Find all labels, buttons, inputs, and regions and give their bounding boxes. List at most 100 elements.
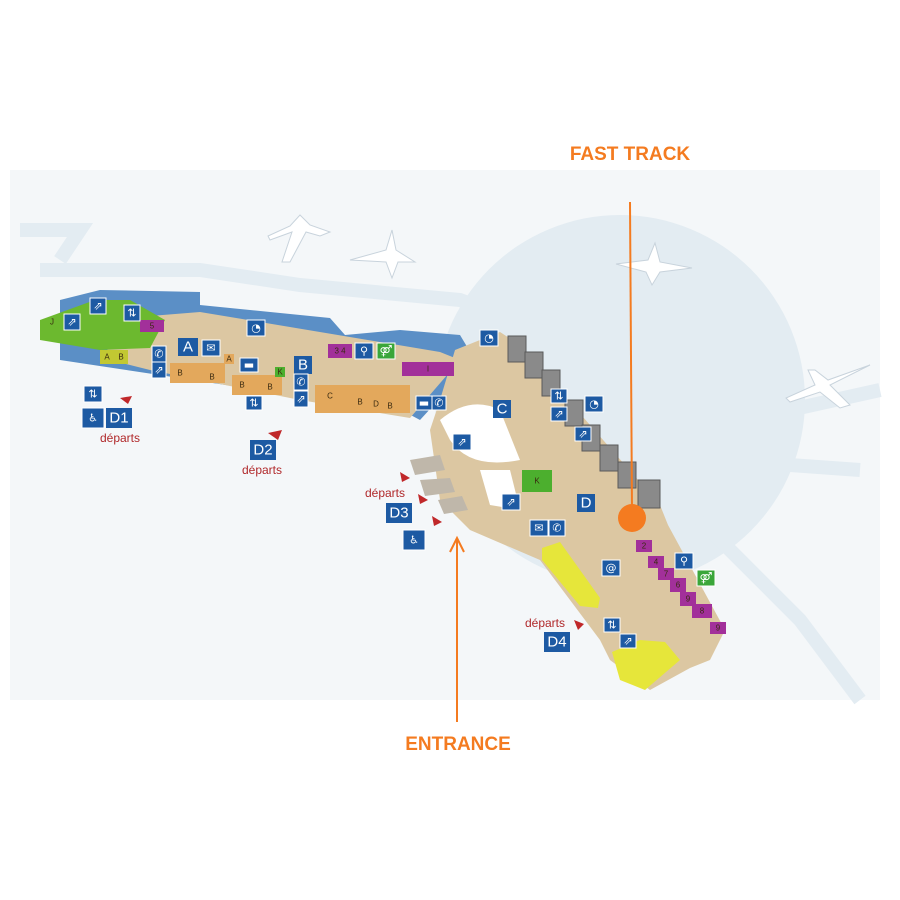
shop-label: 6 — [676, 581, 681, 590]
departure-label: D1 — [109, 410, 128, 427]
departures-text: départs — [100, 431, 140, 445]
svg-text:⚲: ⚲ — [680, 555, 688, 568]
escalator-icon: ⇗ — [293, 390, 309, 408]
svg-text:✆: ✆ — [154, 348, 163, 361]
phone-icon: ✆ — [431, 395, 447, 411]
departure-d3: départs D3 ♿ — [365, 472, 442, 551]
internet-at-icon: @ — [601, 559, 621, 577]
svg-text:⚤: ⚤ — [380, 345, 393, 358]
mail-icon: ✉ — [529, 519, 549, 537]
svg-text:✆: ✆ — [552, 522, 561, 535]
svg-text:B: B — [298, 357, 308, 374]
svg-text:▬: ▬ — [244, 359, 254, 372]
shop-label: 7 — [664, 570, 669, 579]
svg-text:⚤: ⚤ — [700, 572, 713, 585]
departure-d4: départs D4 — [525, 616, 584, 652]
svg-text:⇅: ⇅ — [249, 397, 258, 410]
wifi-icon: ◔ — [246, 319, 266, 337]
shop-label: 2 — [642, 542, 647, 551]
wheelchair-icon: ♿ — [402, 529, 426, 551]
fast-track-marker — [618, 504, 646, 532]
escalator-icon: ⇗ — [574, 426, 592, 442]
svg-text:C: C — [497, 401, 508, 418]
baby-bottle-icon: ⚲ — [674, 552, 694, 570]
departure-label: D4 — [547, 634, 566, 651]
arrow-icon — [574, 620, 584, 630]
elevator-icon: ⇅ — [603, 617, 621, 633]
atrium — [440, 404, 520, 510]
escalator-icon: ⇗ — [619, 633, 637, 649]
svg-text:D: D — [581, 495, 592, 512]
fast-track-callout: FAST TRACK — [570, 144, 690, 532]
entrance-callout: ENTRANCE — [405, 535, 511, 755]
escalator-icon: ⇗ — [452, 433, 472, 451]
arrow-icon — [418, 494, 428, 504]
zone-d-marker: D — [577, 494, 595, 512]
shop-label: 4 — [654, 558, 659, 567]
toilets-icon: ⚤ — [376, 342, 396, 360]
svg-text:▬: ▬ — [419, 397, 429, 410]
departures-text: départs — [365, 486, 405, 500]
shop-label: A — [104, 353, 110, 362]
baggage-icon: ▬ — [239, 357, 259, 373]
escalator-icon: ⇗ — [501, 493, 521, 511]
mail-icon: ✉ — [201, 339, 221, 357]
svg-text:⇅: ⇅ — [88, 388, 97, 401]
entrance-halls — [410, 455, 468, 514]
departure-label: D3 — [389, 505, 408, 522]
shop-label: C — [327, 392, 333, 401]
entrance-label: ENTRANCE — [405, 734, 511, 755]
shop-label: B — [177, 369, 182, 378]
wheelchair-icon: ♿ — [81, 407, 105, 429]
escalator-icon: ⇗ — [89, 297, 107, 315]
zone-b-marker: B — [294, 356, 312, 374]
departures-text: départs — [242, 463, 282, 477]
svg-text:⇗: ⇗ — [457, 436, 466, 449]
svg-text:✉: ✉ — [534, 522, 543, 535]
svg-text:⇅: ⇅ — [607, 619, 616, 632]
svg-text:⇗: ⇗ — [578, 428, 587, 441]
svg-text:⇗: ⇗ — [93, 300, 102, 313]
svg-text:✆: ✆ — [296, 376, 305, 389]
shop-label: I — [427, 365, 429, 374]
svg-text:⇗: ⇗ — [506, 496, 515, 509]
departure-label: D2 — [253, 442, 272, 459]
airplane-icon — [615, 241, 693, 287]
svg-text:♿: ♿ — [409, 534, 419, 547]
shop-label: 9 — [686, 595, 691, 604]
svg-text:⇅: ⇅ — [554, 390, 563, 403]
airplane-icon — [785, 364, 871, 409]
svg-text:⇗: ⇗ — [67, 316, 76, 329]
shop-label: B — [387, 402, 392, 411]
svg-text:⇗: ⇗ — [154, 364, 163, 377]
svg-text:⇅: ⇅ — [127, 307, 136, 320]
wifi-icon: ◔ — [479, 329, 499, 347]
elevator-icon: ⇅ — [123, 304, 141, 322]
svg-text:⚲: ⚲ — [360, 345, 368, 358]
svg-text:⇗: ⇗ — [554, 408, 563, 421]
shop-label: B — [239, 381, 244, 390]
escalator-icon: ⇗ — [550, 406, 568, 422]
phone-icon: ✆ — [548, 519, 566, 537]
yellow-zone — [612, 640, 680, 690]
departure-d1: ⇅ ♿ D1 départs — [81, 385, 140, 445]
arrow-icon — [400, 472, 410, 482]
elevator-icon: ⇅ — [245, 395, 263, 411]
svg-text:⇗: ⇗ — [296, 393, 305, 406]
zone-a-marker: A — [178, 338, 198, 356]
arrow-icon — [120, 396, 132, 404]
svg-text:⇗: ⇗ — [623, 635, 632, 648]
shop-label: B — [357, 398, 362, 407]
shop-label: K — [534, 477, 540, 486]
airplane-icon — [349, 229, 417, 280]
phone-icon: ✆ — [293, 373, 309, 391]
shops: A B J 5 B B A B B K C B D B 3 4 I K 2 4 … — [50, 318, 726, 634]
zone-c-marker: C — [493, 400, 511, 418]
baby-bottle-icon: ⚲ — [354, 342, 374, 360]
toilets-icon: ⚤ — [696, 569, 716, 587]
phone-icon: ✆ — [151, 345, 167, 363]
svg-text:A: A — [183, 339, 193, 356]
svg-text:✆: ✆ — [434, 397, 443, 410]
shop-label: 3 4 — [334, 347, 346, 356]
elevator-icon: ⇅ — [550, 388, 568, 404]
